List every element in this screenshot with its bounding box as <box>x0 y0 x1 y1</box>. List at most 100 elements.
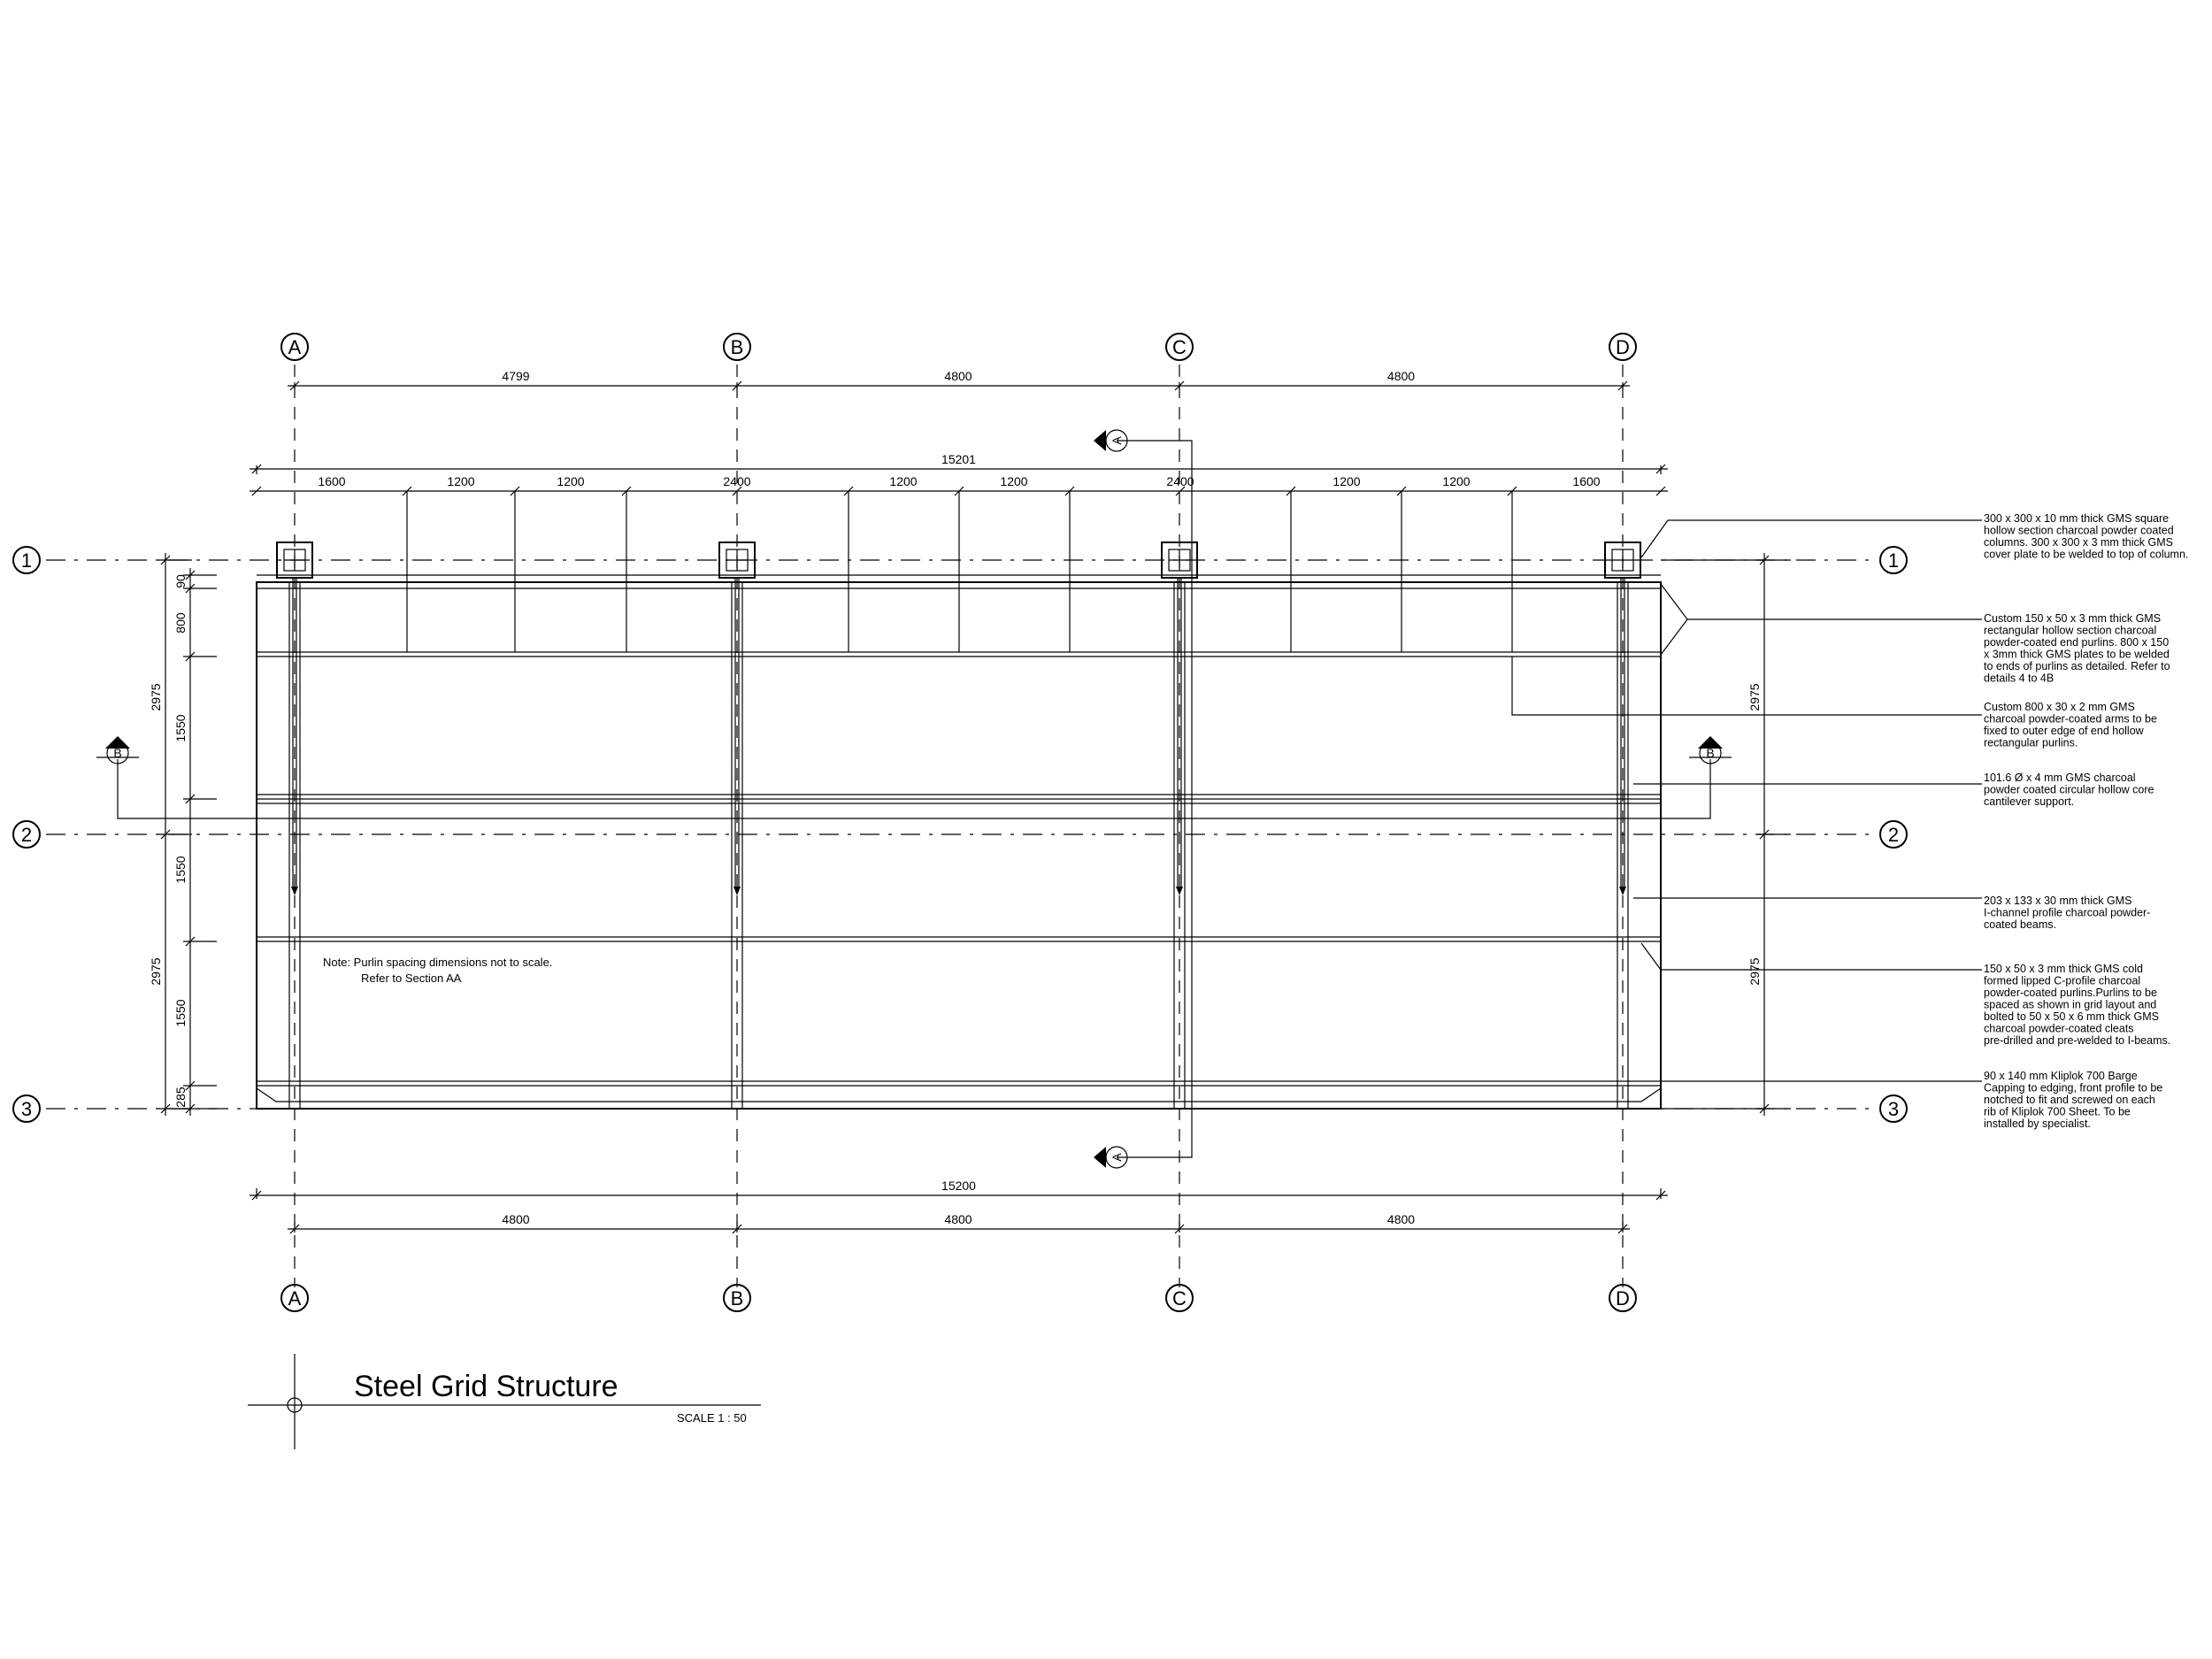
grid-bubble-label: A <box>288 1287 302 1310</box>
support-end <box>291 887 298 895</box>
callout-note-line: spaced as shown in grid layout and <box>1984 999 2156 1011</box>
section-bb-arrow <box>1698 736 1723 749</box>
drawing-scale: SCALE 1 : 50 <box>677 1411 747 1425</box>
section-aa-label: A <box>1110 1153 1124 1162</box>
callout-note-line: hollow section charcoal powder coated <box>1984 525 2174 537</box>
grid-bubble-3-left <box>12 1094 41 1123</box>
callout-note-line: powder-coated end purlins. 800 x 150 <box>1984 636 2169 649</box>
steel-structure <box>256 541 1662 1110</box>
title-block: Steel Grid Structure SCALE 1 : 50 <box>248 1354 761 1449</box>
grid-bubble-label: 3 <box>21 1098 32 1120</box>
purlin-dimension-label: 1200 <box>1442 474 1470 488</box>
purlin-dimension-label: 2400 <box>723 474 750 488</box>
callout-note-line: fixed to outer edge of end hollow <box>1984 725 2145 737</box>
left-outer-dimension-label: 2975 <box>149 683 163 710</box>
callout-note-line: Custom 150 x 50 x 3 mm thick GMS <box>1984 612 2161 625</box>
purlin-dimension-label: 1200 <box>557 474 584 488</box>
callout-note-line: to ends of purlins as detailed. Refer to <box>1984 660 2170 672</box>
callout-note-line: columns. 300 x 300 x 3 mm thick GMS <box>1984 536 2173 549</box>
right-dimension-label: 2975 <box>1747 957 1762 985</box>
grid-bubble-D-top <box>1609 333 1637 361</box>
callout-note-line: charcoal powder-coated arms to be <box>1984 713 2157 726</box>
support-end <box>1176 887 1183 895</box>
grid-bubble-A-bottom <box>280 1284 309 1312</box>
callout-note-line: installed by specialist. <box>1984 1118 2091 1130</box>
grid-bubble-B-top <box>723 333 751 361</box>
grid-bubble-C-bottom <box>1165 1284 1194 1312</box>
callout-note-line: charcoal powder-coated cleats <box>1984 1023 2134 1035</box>
top-bay-dimension-label: 4799 <box>502 369 529 383</box>
grid-bubble-2-left <box>12 820 41 849</box>
note-line-2: Refer to Section AA <box>361 972 462 985</box>
callout-note-line: Custom 800 x 30 x 2 mm GMS <box>1984 701 2135 713</box>
title-crosshair-circle <box>287 1397 303 1413</box>
note-line-1: Note: Purlin spacing dimensions not to s… <box>323 956 552 969</box>
left-outer-dimension-label: 2975 <box>149 957 163 985</box>
callout-leader <box>1640 942 1982 971</box>
section-aa-arrow <box>1094 430 1106 451</box>
left-inner-dimension-label: 1550 <box>173 856 188 883</box>
bottom-bay-dimension-label: 4800 <box>1387 1212 1415 1226</box>
callout-leader <box>1511 657 1982 716</box>
section-aa-cut-line <box>1117 440 1193 1158</box>
grid-bubble-label: 1 <box>1888 549 1899 572</box>
callout-note-line: powder coated circular hollow core <box>1984 784 2154 796</box>
callout-note-line: 90 x 140 mm Kliplok 700 Barge <box>1984 1070 2138 1082</box>
callout-note-line: Capping to edging, front profile to be <box>1984 1082 2162 1094</box>
right-dimension-label: 2975 <box>1747 683 1762 710</box>
callout-note-line: 300 x 300 x 10 mm thick GMS square <box>1984 512 2169 525</box>
callout-leader <box>1660 583 1688 656</box>
grid-bubble-1-left <box>12 546 41 574</box>
purlin-dimension-label: 1200 <box>1333 474 1360 488</box>
barge-capping <box>256 1087 1662 1102</box>
purlin-dimension-label: 1600 <box>1572 474 1600 488</box>
purlin-note: Note: Purlin spacing dimensions not to s… <box>323 956 552 985</box>
grid-bubble-2-right <box>1879 820 1908 849</box>
grid-bubble-label: 1 <box>21 549 32 572</box>
left-inner-dimension-label: 1550 <box>173 714 188 741</box>
callout-note-line: 203 x 133 x 30 mm thick GMS <box>1984 895 2131 907</box>
callout-note-line: bolted to 50 x 50 x 6 mm thick GMS <box>1984 1010 2159 1023</box>
callout-note-line: rectangular hollow section charcoal <box>1984 625 2156 637</box>
callout-note-line: coated beams. <box>1984 918 2056 931</box>
grid-bubble-B-bottom <box>723 1284 751 1312</box>
column-A <box>276 541 313 579</box>
grid-bubble-label: B <box>731 1287 744 1310</box>
callout-leader <box>1640 519 1982 558</box>
callout-note-line: cantilever support. <box>1984 795 2074 808</box>
callout-note-line: 101.6 Ø x 4 mm GMS charcoal <box>1984 772 2136 784</box>
callout-note-line: powder-coated purlins.Purlins to be <box>1984 987 2157 999</box>
purlin-dimension-label: 1200 <box>889 474 917 488</box>
column-D <box>1604 541 1641 579</box>
callout-note-line: details 4 to 4B <box>1984 672 2054 685</box>
purlin-dimension-label: 1200 <box>1000 474 1027 488</box>
grid-bubble-label: B <box>731 336 744 358</box>
section-bb-arrow <box>105 736 130 749</box>
grid-bubble-label: 3 <box>1888 1098 1899 1120</box>
section-bb-label: B <box>1706 746 1714 760</box>
grid-bubble-A-top <box>280 333 309 361</box>
roof-outline <box>256 581 1662 1110</box>
callout-note-line: I-channel profile charcoal powder- <box>1984 907 2150 919</box>
callout-note-line: rectangular purlins. <box>1984 737 2078 749</box>
support-end <box>1619 887 1626 895</box>
section-aa-label: A <box>1110 436 1124 445</box>
column-C <box>1161 541 1198 579</box>
column-B <box>718 541 756 579</box>
grid-bubble-D-bottom <box>1609 1284 1637 1312</box>
dimension-tick <box>732 486 742 496</box>
left-inner-dimension-label: 800 <box>173 612 188 634</box>
left-inner-dimension-label: 1550 <box>173 999 188 1026</box>
